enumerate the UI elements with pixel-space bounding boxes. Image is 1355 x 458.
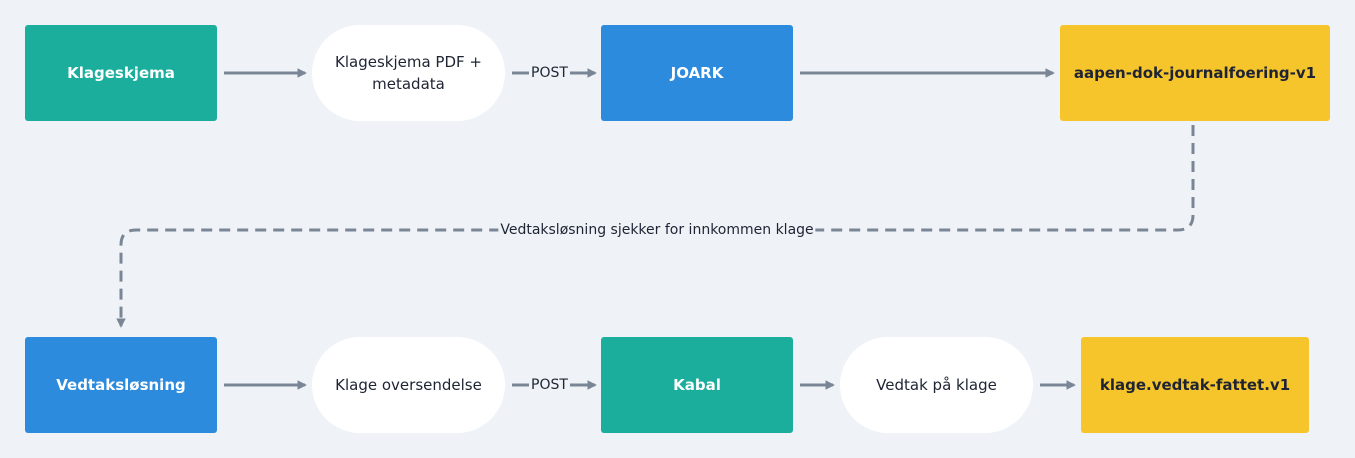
edge-label-loop-back: Vedtaksløsning sjekker for innkommen kla…: [498, 221, 816, 239]
node-klage-oversendelse: Klage oversendelse: [312, 337, 505, 433]
node-journal-topic-label: aapen-dok-journalfoering-v1: [1073, 64, 1317, 82]
node-vedtak-topic: klage.vedtak-fattet.v1: [1081, 337, 1309, 433]
node-kabal: Kabal: [601, 337, 793, 433]
node-pdf-metadata-line2: metadata: [372, 75, 445, 93]
node-journal-topic: aapen-dok-journalfoering-v1: [1060, 25, 1330, 121]
node-pdf-metadata-line1: Klageskjema PDF +: [335, 53, 482, 71]
node-vedtak-topic-label: klage.vedtak-fattet.v1: [1099, 376, 1291, 394]
node-klageskjema: Klageskjema: [25, 25, 217, 121]
node-vedtakslosning: Vedtaksløsning: [25, 337, 217, 433]
node-pdf-metadata: Klageskjema PDF + metadata: [312, 25, 505, 121]
node-kabal-label: Kabal: [673, 376, 721, 394]
node-klageskjema-label: Klageskjema: [67, 64, 175, 82]
node-vedtak-pa-klage-label: Vedtak på klage: [876, 376, 997, 394]
edge-label-post-bottom: POST: [529, 376, 570, 394]
node-joark: JOARK: [601, 25, 793, 121]
node-vedtak-pa-klage: Vedtak på klage: [840, 337, 1033, 433]
node-joark-label: JOARK: [670, 64, 724, 82]
edge-label-post-top: POST: [529, 64, 570, 82]
node-vedtakslosning-label: Vedtaksløsning: [56, 376, 186, 394]
node-klage-oversendelse-label: Klage oversendelse: [335, 376, 482, 394]
